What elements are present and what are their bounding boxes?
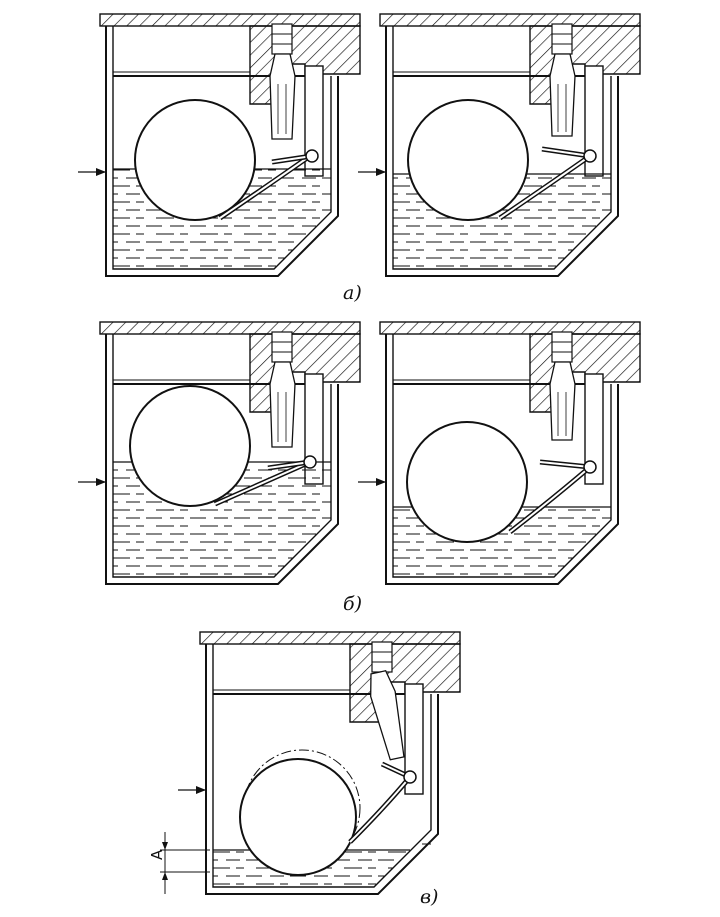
pivot-icon (403, 770, 417, 784)
pivot-icon (583, 149, 597, 163)
pivot-icon (303, 455, 317, 469)
arrow-icon (96, 478, 106, 486)
panel-b-right (358, 321, 641, 585)
label-a: а) (343, 282, 362, 304)
arrow-icon (376, 168, 386, 176)
dimension-arrow-icon (162, 842, 168, 850)
label-b: б) (343, 593, 362, 615)
pivot-icon (583, 460, 597, 474)
pivot-icon (305, 149, 319, 163)
float-ball (406, 421, 528, 543)
float-ball (239, 758, 357, 876)
label-v: в) (420, 886, 438, 908)
panel-a-left (78, 13, 361, 277)
arrow-icon (96, 168, 106, 176)
float-ball (129, 385, 251, 507)
panel-b-left (78, 321, 361, 585)
arrow-icon (376, 478, 386, 486)
dimension-arrow-icon (162, 872, 168, 880)
dimension-a-label: А (148, 849, 166, 860)
panel-a-right (358, 13, 641, 277)
float-ball (134, 99, 256, 221)
panel-v: А (148, 631, 461, 895)
float-ball (407, 99, 529, 221)
arrow-icon (196, 786, 206, 794)
